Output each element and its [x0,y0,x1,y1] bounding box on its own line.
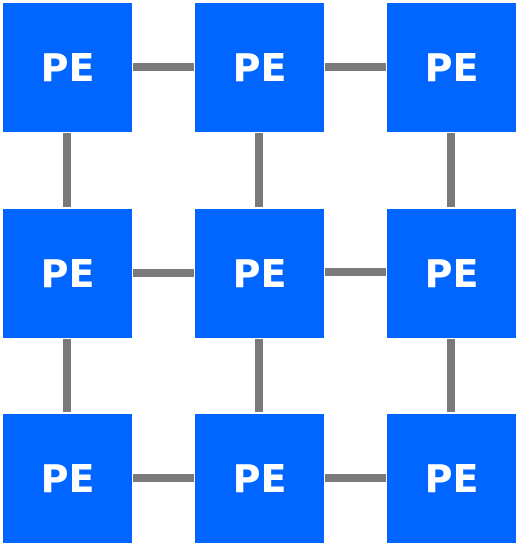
link-c0-r1-r2 [63,339,71,412]
link-c2-r1-r2 [447,339,455,412]
pe-node-r1-c2: PE [387,209,516,338]
link-r0-c1-c2 [325,63,386,71]
pe-node-r2-c0: PE [3,414,132,543]
pe-node-r2-c2: PE [387,414,516,543]
link-c0-r0-r1 [63,133,71,207]
link-r1-c0-c1 [133,269,194,277]
link-r2-c1-c2 [325,474,386,482]
link-r1-c1-c2 [325,268,386,276]
pe-node-r2-c1: PE [195,414,324,543]
link-r0-c0-c1 [133,63,194,71]
pe-node-r1-c0: PE [3,209,132,338]
pe-node-r0-c1: PE [195,3,324,132]
pe-node-r0-c2: PE [387,3,516,132]
link-c1-r1-r2 [255,339,263,412]
link-c1-r0-r1 [255,133,263,207]
pe-node-r0-c0: PE [3,3,132,132]
pe-node-r1-c1: PE [195,209,324,338]
link-r2-c0-c1 [133,474,194,482]
link-c2-r0-r1 [447,133,455,207]
